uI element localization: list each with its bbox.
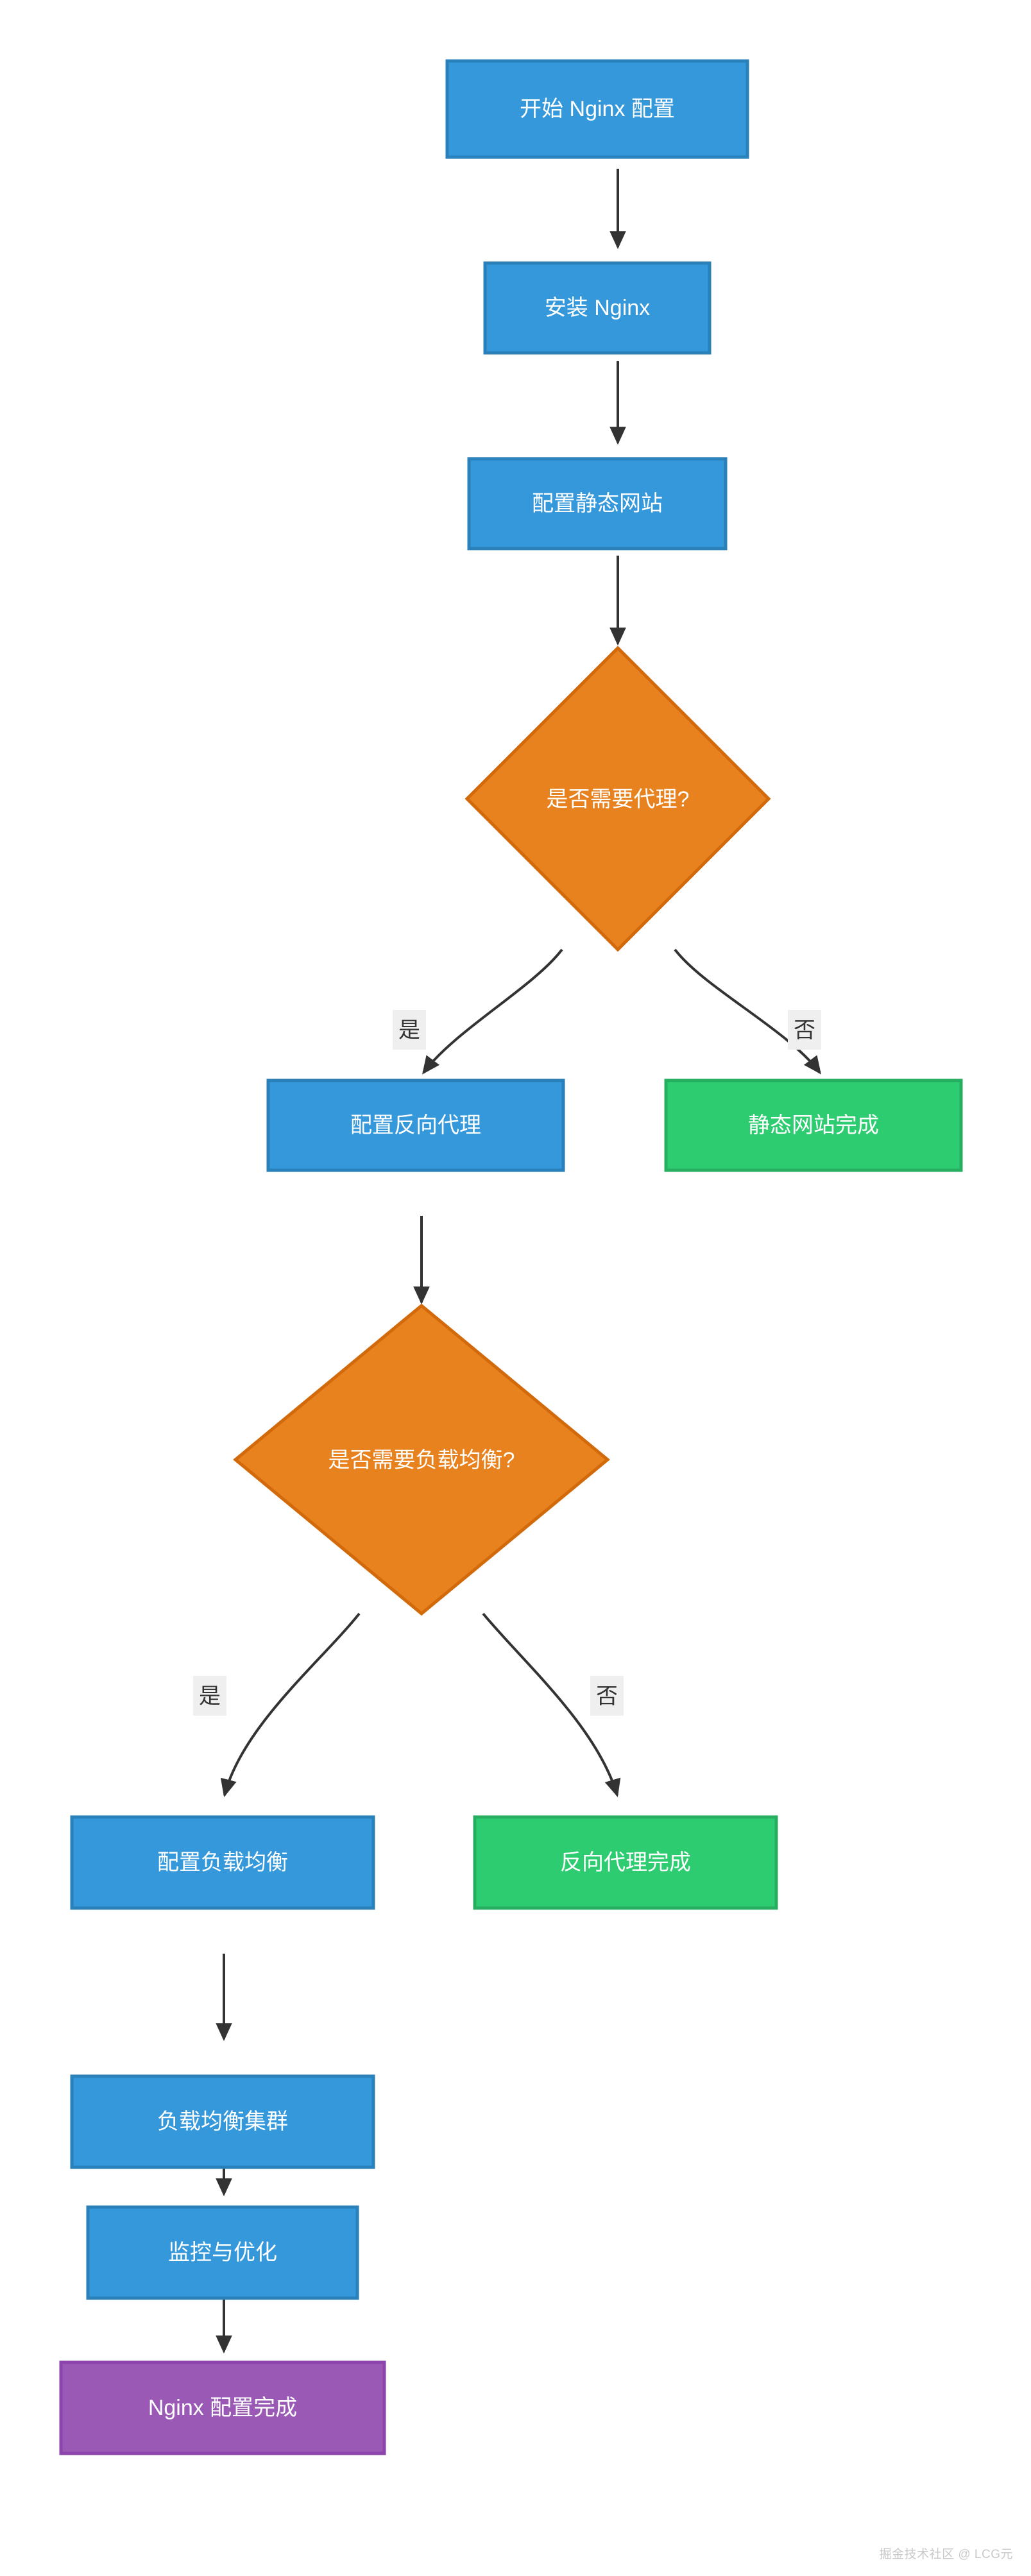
- node-static-site-done[interactable]: 静态网站完成: [664, 1079, 963, 1172]
- node-proxydone-label: 反向代理完成: [560, 1850, 691, 1875]
- node-needlb-label: 是否需要负载均衡?: [328, 1448, 515, 1472]
- node-decision-need-proxy[interactable]: 是否需要代理?: [464, 645, 771, 952]
- node-install-label: 安装 Nginx: [545, 296, 650, 320]
- node-static-shape[interactable]: [467, 457, 728, 550]
- node-lbcluster-label: 负载均衡集群: [157, 2110, 288, 2134]
- node-staticdone-label: 静态网站完成: [748, 1113, 879, 1138]
- node-revproxy-label: 配置反向代理: [350, 1113, 481, 1138]
- node-configure-load-balance[interactable]: 配置负载均衡: [70, 1815, 375, 1910]
- edge-label-no-proxy-text: 否: [794, 1018, 815, 1043]
- edge-label-no-lb-bg: [590, 1676, 624, 1716]
- edge-labels-layer: 是 否 是 否: [193, 1010, 821, 1716]
- edge-label-no-proxy-bg: [788, 1010, 821, 1050]
- watermark: 掘金技术社区 @ LCG元: [879, 2548, 1013, 2561]
- edge-needlb-cfglb: [220, 1612, 361, 1798]
- node-lbcluster-shape[interactable]: [70, 2074, 375, 2169]
- edge-label-yes-proxy-text: 是: [398, 1018, 420, 1043]
- node-install[interactable]: 安装 Nginx: [483, 261, 711, 355]
- node-decision-need-load-balance[interactable]: 是否需要负载均衡?: [233, 1303, 610, 1616]
- edge-label-no-lb: 否: [590, 1676, 624, 1716]
- edge-label-yes-lb-bg: [193, 1676, 226, 1716]
- node-nginxdone-shape[interactable]: [59, 2360, 386, 2455]
- edge-label-yes-proxy-bg: [393, 1010, 426, 1050]
- edge-label-no-lb-text: 否: [596, 1684, 618, 1709]
- node-cfglb-shape[interactable]: [70, 1815, 375, 1910]
- node-revproxy-shape[interactable]: [266, 1079, 565, 1172]
- node-configure-static-site[interactable]: 配置静态网站: [467, 457, 728, 550]
- edge-label-yes-proxy: 是: [393, 1010, 426, 1050]
- node-cfglb-label: 配置负载均衡: [157, 1850, 288, 1875]
- node-static-label: 配置静态网站: [532, 491, 663, 516]
- node-install-shape[interactable]: [483, 261, 711, 355]
- edge-needproxy-staticdone: [674, 948, 821, 1075]
- node-needproxy-shape[interactable]: [464, 645, 771, 952]
- node-configure-reverse-proxy[interactable]: 配置反向代理: [266, 1079, 565, 1172]
- edge-needproxy-revproxy: [422, 948, 563, 1075]
- edge-label-no-proxy: 否: [788, 1010, 821, 1050]
- node-load-balance-cluster[interactable]: 负载均衡集群: [70, 2074, 375, 2169]
- node-nginxdone-label: Nginx 配置完成: [148, 2396, 297, 2420]
- node-nginx-config-complete[interactable]: Nginx 配置完成: [59, 2360, 386, 2455]
- node-proxydone-shape[interactable]: [473, 1815, 778, 1910]
- node-needlb-shape[interactable]: [233, 1303, 610, 1616]
- node-monitor-shape[interactable]: [86, 2205, 359, 2300]
- node-needproxy-label: 是否需要代理?: [547, 787, 690, 812]
- node-monitor-label: 监控与优化: [168, 2240, 277, 2265]
- node-monitor-optimize[interactable]: 监控与优化: [86, 2205, 359, 2300]
- node-start-shape[interactable]: [445, 59, 749, 159]
- edge-label-yes-lb-text: 是: [199, 1684, 221, 1709]
- node-reverse-proxy-done[interactable]: 反向代理完成: [473, 1815, 778, 1910]
- node-start-label: 开始 Nginx 配置: [520, 97, 675, 121]
- edge-needlb-proxydone: [482, 1612, 621, 1798]
- node-staticdone-shape[interactable]: [664, 1079, 963, 1172]
- edge-label-yes-lb: 是: [193, 1676, 226, 1716]
- node-start[interactable]: 开始 Nginx 配置: [445, 59, 749, 159]
